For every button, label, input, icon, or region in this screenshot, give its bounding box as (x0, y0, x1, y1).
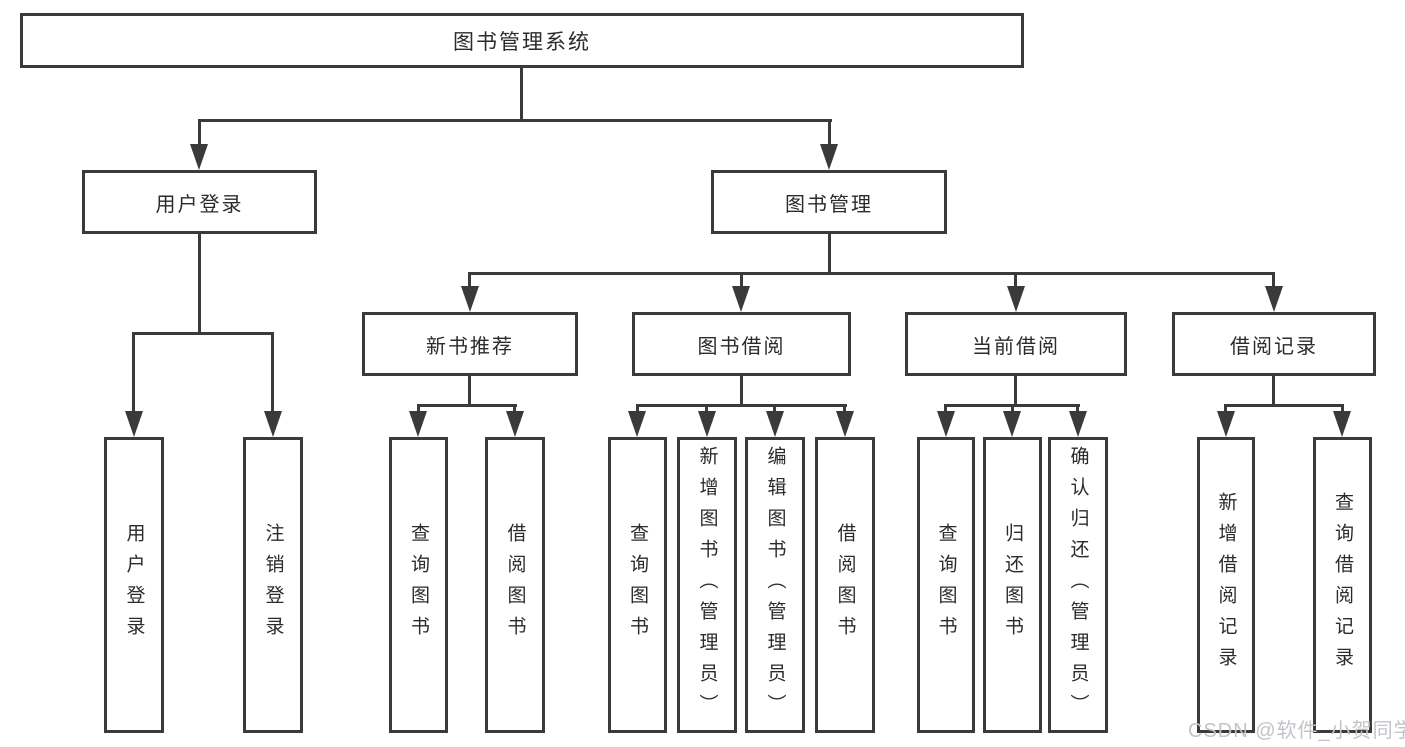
connector-drop-new-books (468, 272, 471, 288)
node-label: 图书管理 (785, 193, 873, 216)
leaf-label: 借阅图书 (504, 523, 526, 647)
arrowhead-nb-borrow-icon (506, 411, 524, 437)
connector-drop-user-login (198, 119, 201, 147)
arrowhead-cb-query-icon (937, 411, 955, 437)
connector-drop-book-borrow (740, 272, 743, 288)
leaf-label: 新增图书（管理员） (696, 445, 718, 725)
leaf-label: 查询图书 (627, 523, 648, 647)
leaf-user-login: 用户登录 (104, 437, 164, 733)
leaf-label: 用户登录 (123, 523, 145, 647)
node-label: 当前借阅 (972, 335, 1060, 358)
leaf-label: 查询图书 (408, 523, 429, 647)
node-label: 新书推荐 (426, 335, 514, 358)
arrowhead-new-books-icon (461, 286, 479, 312)
arrowhead-bb-query-icon (628, 411, 646, 437)
connector-newbooks-branch (417, 404, 517, 407)
leaf-newbooks-query-books: 查询图书 (389, 437, 448, 733)
arrowhead-current-borrow-icon (1007, 286, 1025, 312)
connector-newbooks-stem (468, 376, 471, 406)
arrowhead-user-login-icon (190, 144, 208, 170)
leaf-currentborrow-return-books: 归还图书 (983, 437, 1042, 733)
arrowhead-br-add-icon (1217, 411, 1235, 437)
csdn-watermark: CSDN @软件_小贺同学 (1188, 720, 1405, 742)
connector-drop-cb-query (944, 404, 947, 413)
leaf-logout: 注销登录 (243, 437, 303, 733)
connector-bookborrow-branch (636, 404, 847, 407)
connector-drop-nb-borrow (513, 404, 516, 413)
connector-root-stem (520, 68, 523, 121)
node-borrowing-records: 借阅记录 (1172, 312, 1376, 376)
connector-login-stem (198, 234, 201, 334)
arrowhead-leaf-logout-icon (264, 411, 282, 437)
arrowhead-leaf-login-icon (125, 411, 143, 437)
connector-drop-br-query (1341, 404, 1344, 413)
leaf-newbooks-borrow-books: 借阅图书 (485, 437, 545, 733)
leaf-label: 注销登录 (262, 523, 284, 647)
connector-drop-bb-edit (773, 404, 776, 413)
connector-records-branch (1224, 404, 1344, 407)
connector-drop-borrow-records (1272, 272, 1275, 288)
node-book-management: 图书管理 (711, 170, 947, 234)
connector-mgmt-stem (828, 234, 831, 274)
leaf-records-query-borrow-record: 查询借阅记录 (1313, 437, 1372, 733)
connector-level2-branch (198, 119, 832, 122)
node-book-borrowing: 图书借阅 (632, 312, 851, 376)
leaf-bookborrow-borrow-books: 借阅图书 (815, 437, 875, 733)
node-current-borrowing: 当前借阅 (905, 312, 1127, 376)
leaf-records-add-borrow-record: 新增借阅记录 (1197, 437, 1255, 733)
arrowhead-nb-query-icon (409, 411, 427, 437)
leaf-label: 借阅图书 (834, 523, 856, 647)
leaf-label: 确认归还（管理员） (1067, 445, 1089, 725)
connector-drop-bb-borrow (843, 404, 846, 413)
leaf-currentborrow-confirm-return-admin: 确认归还（管理员） (1048, 437, 1108, 733)
connector-login-branch (132, 332, 274, 335)
connector-drop-br-add (1224, 404, 1227, 413)
connector-drop-cb-return (1011, 404, 1014, 413)
leaf-currentborrow-query-books: 查询图书 (917, 437, 975, 733)
arrowhead-cb-confirm-icon (1069, 411, 1087, 437)
connector-drop-leaf-logout (271, 332, 274, 412)
leaf-bookborrow-edit-books-admin: 编辑图书（管理员） (745, 437, 805, 733)
connector-drop-current-borrow (1014, 272, 1017, 288)
connector-drop-leaf-login (132, 332, 135, 412)
leaf-label: 查询借阅记录 (1332, 492, 1353, 678)
leaf-bookborrow-query-books: 查询图书 (608, 437, 667, 733)
arrowhead-bb-edit-icon (766, 411, 784, 437)
node-label: 借阅记录 (1230, 335, 1318, 358)
connector-drop-nb-query (417, 404, 420, 413)
connector-drop-bb-add (705, 404, 708, 413)
connector-drop-bb-query (636, 404, 639, 413)
connector-bookborrow-stem (740, 376, 743, 406)
arrowhead-book-borrow-icon (732, 286, 750, 312)
arrowhead-book-mgmt-icon (820, 144, 838, 170)
leaf-label: 编辑图书（管理员） (764, 445, 786, 725)
leaf-bookborrow-add-books-admin: 新增图书（管理员） (677, 437, 737, 733)
node-label: 用户登录 (155, 193, 244, 216)
arrowhead-borrow-records-icon (1265, 286, 1283, 312)
node-new-book-recommend: 新书推荐 (362, 312, 578, 376)
connector-currentborrow-stem (1014, 376, 1017, 406)
leaf-label: 归还图书 (1002, 523, 1023, 647)
leaf-label: 新增借阅记录 (1215, 492, 1237, 678)
arrowhead-bb-add-icon (698, 411, 716, 437)
connector-records-stem (1272, 376, 1275, 406)
leaf-label: 查询图书 (935, 523, 957, 647)
arrowhead-bb-borrow-icon (836, 411, 854, 437)
arrowhead-br-query-icon (1333, 411, 1351, 437)
connector-drop-cb-confirm (1076, 404, 1079, 413)
connector-drop-book-mgmt (828, 119, 831, 147)
connector-level3-branch (468, 272, 1275, 275)
node-user-login: 用户登录 (82, 170, 317, 234)
node-library-management-system: 图书管理系统 (20, 13, 1024, 68)
node-label: 图书借阅 (697, 335, 786, 358)
arrowhead-cb-return-icon (1003, 411, 1021, 437)
node-label: 图书管理系统 (453, 30, 591, 54)
